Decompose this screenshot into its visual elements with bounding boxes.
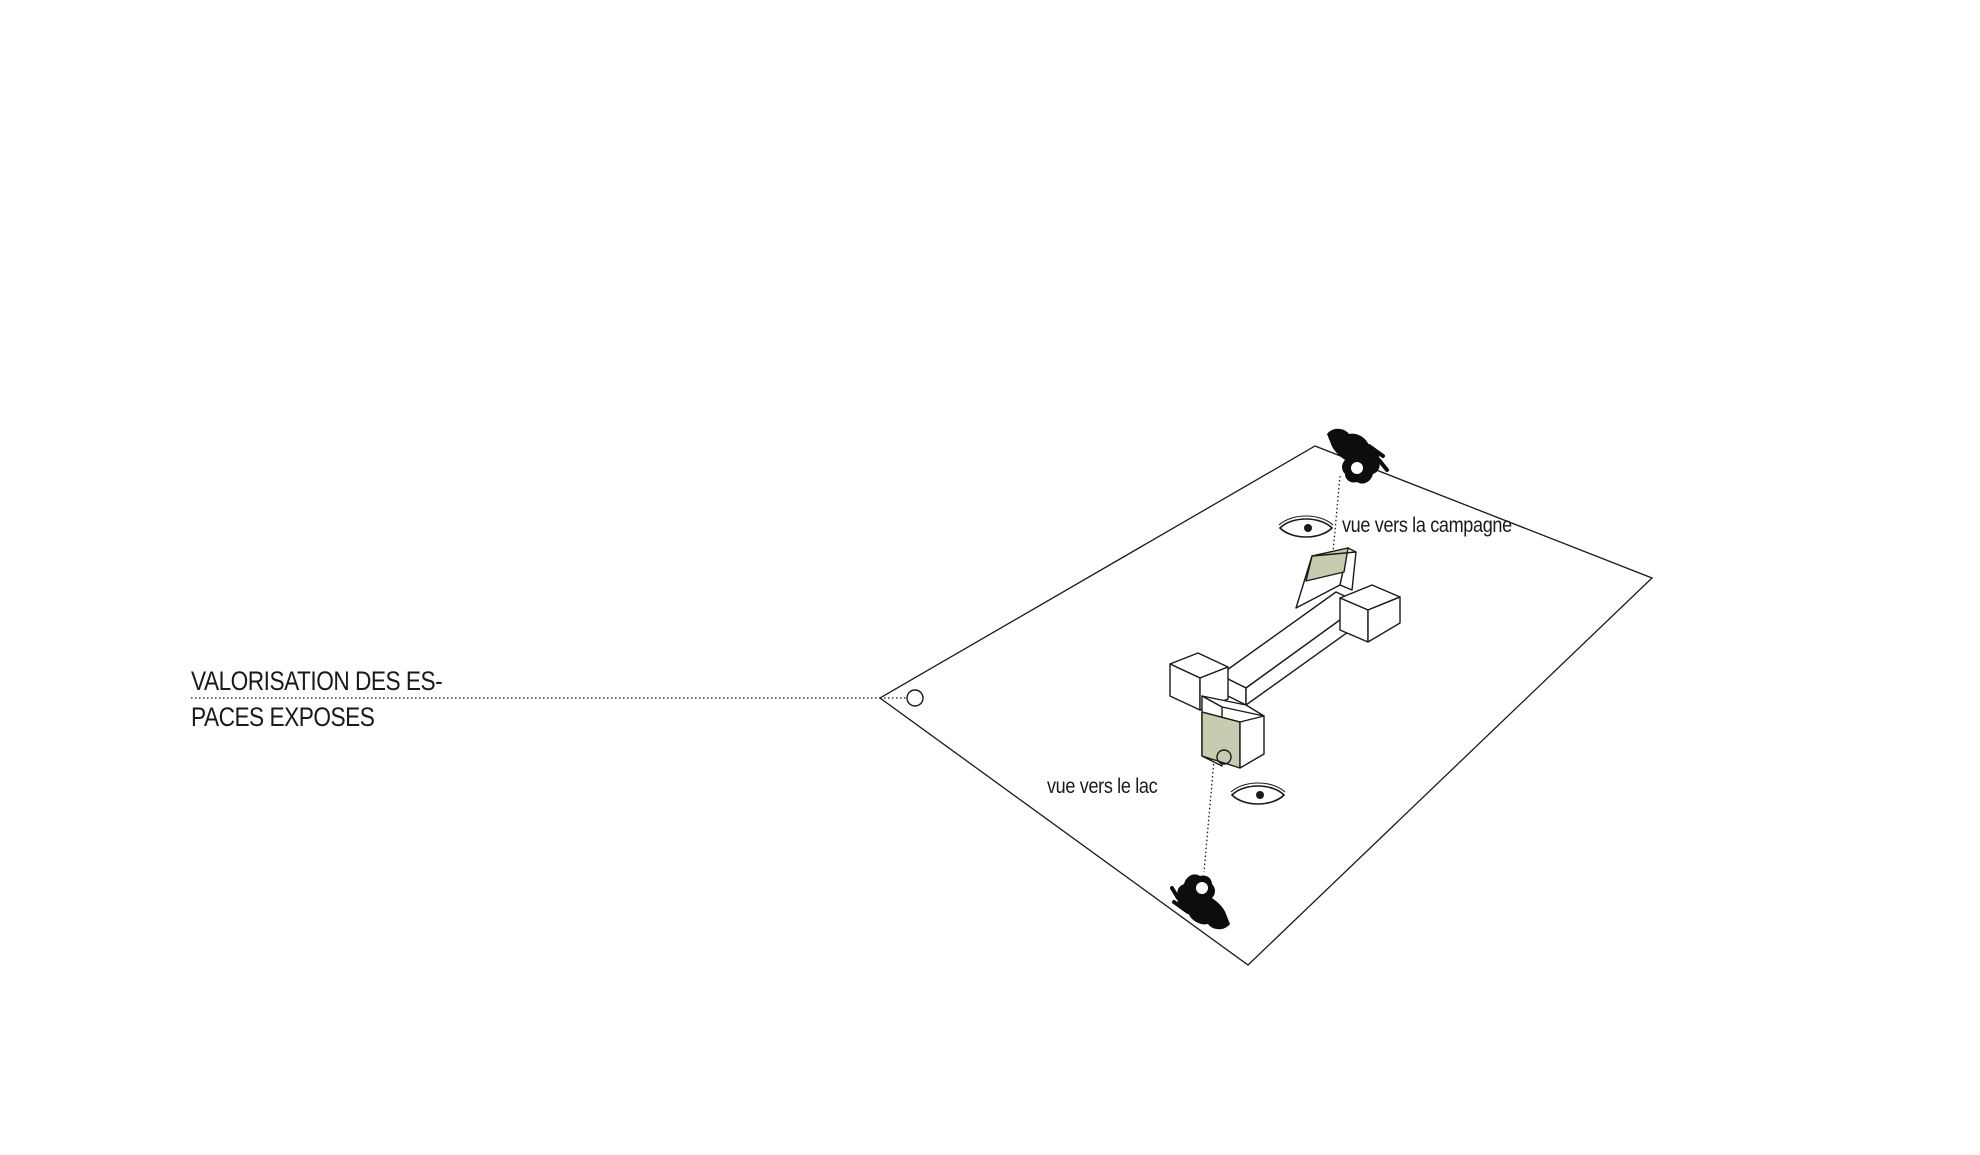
diagram-title-line-2: PACES EXPOSES	[191, 702, 375, 732]
diagram-title-line-1: VALORISATION DES ES-	[191, 666, 443, 696]
hand-pinch-icon	[1170, 874, 1230, 930]
view-label-lake: vue vers le lac	[1047, 775, 1158, 798]
sightline-bottom	[1203, 759, 1215, 873]
view-label-countryside: vue vers la campagne	[1342, 514, 1512, 537]
eye-icon	[1278, 515, 1334, 538]
building-volume	[1169, 547, 1401, 769]
site-plane	[878, 445, 1654, 966]
bottom-wing-rim	[1201, 711, 1241, 723]
bottom-anchor-circle-icon	[1216, 749, 1232, 765]
eye-icon	[1230, 782, 1286, 805]
anchor-circle-icon	[906, 689, 924, 707]
hand-pinch-icon	[1327, 428, 1389, 484]
right-block-side	[1367, 596, 1401, 643]
top-wing-edge	[1311, 551, 1357, 557]
bottom-wing-side	[1239, 715, 1265, 769]
